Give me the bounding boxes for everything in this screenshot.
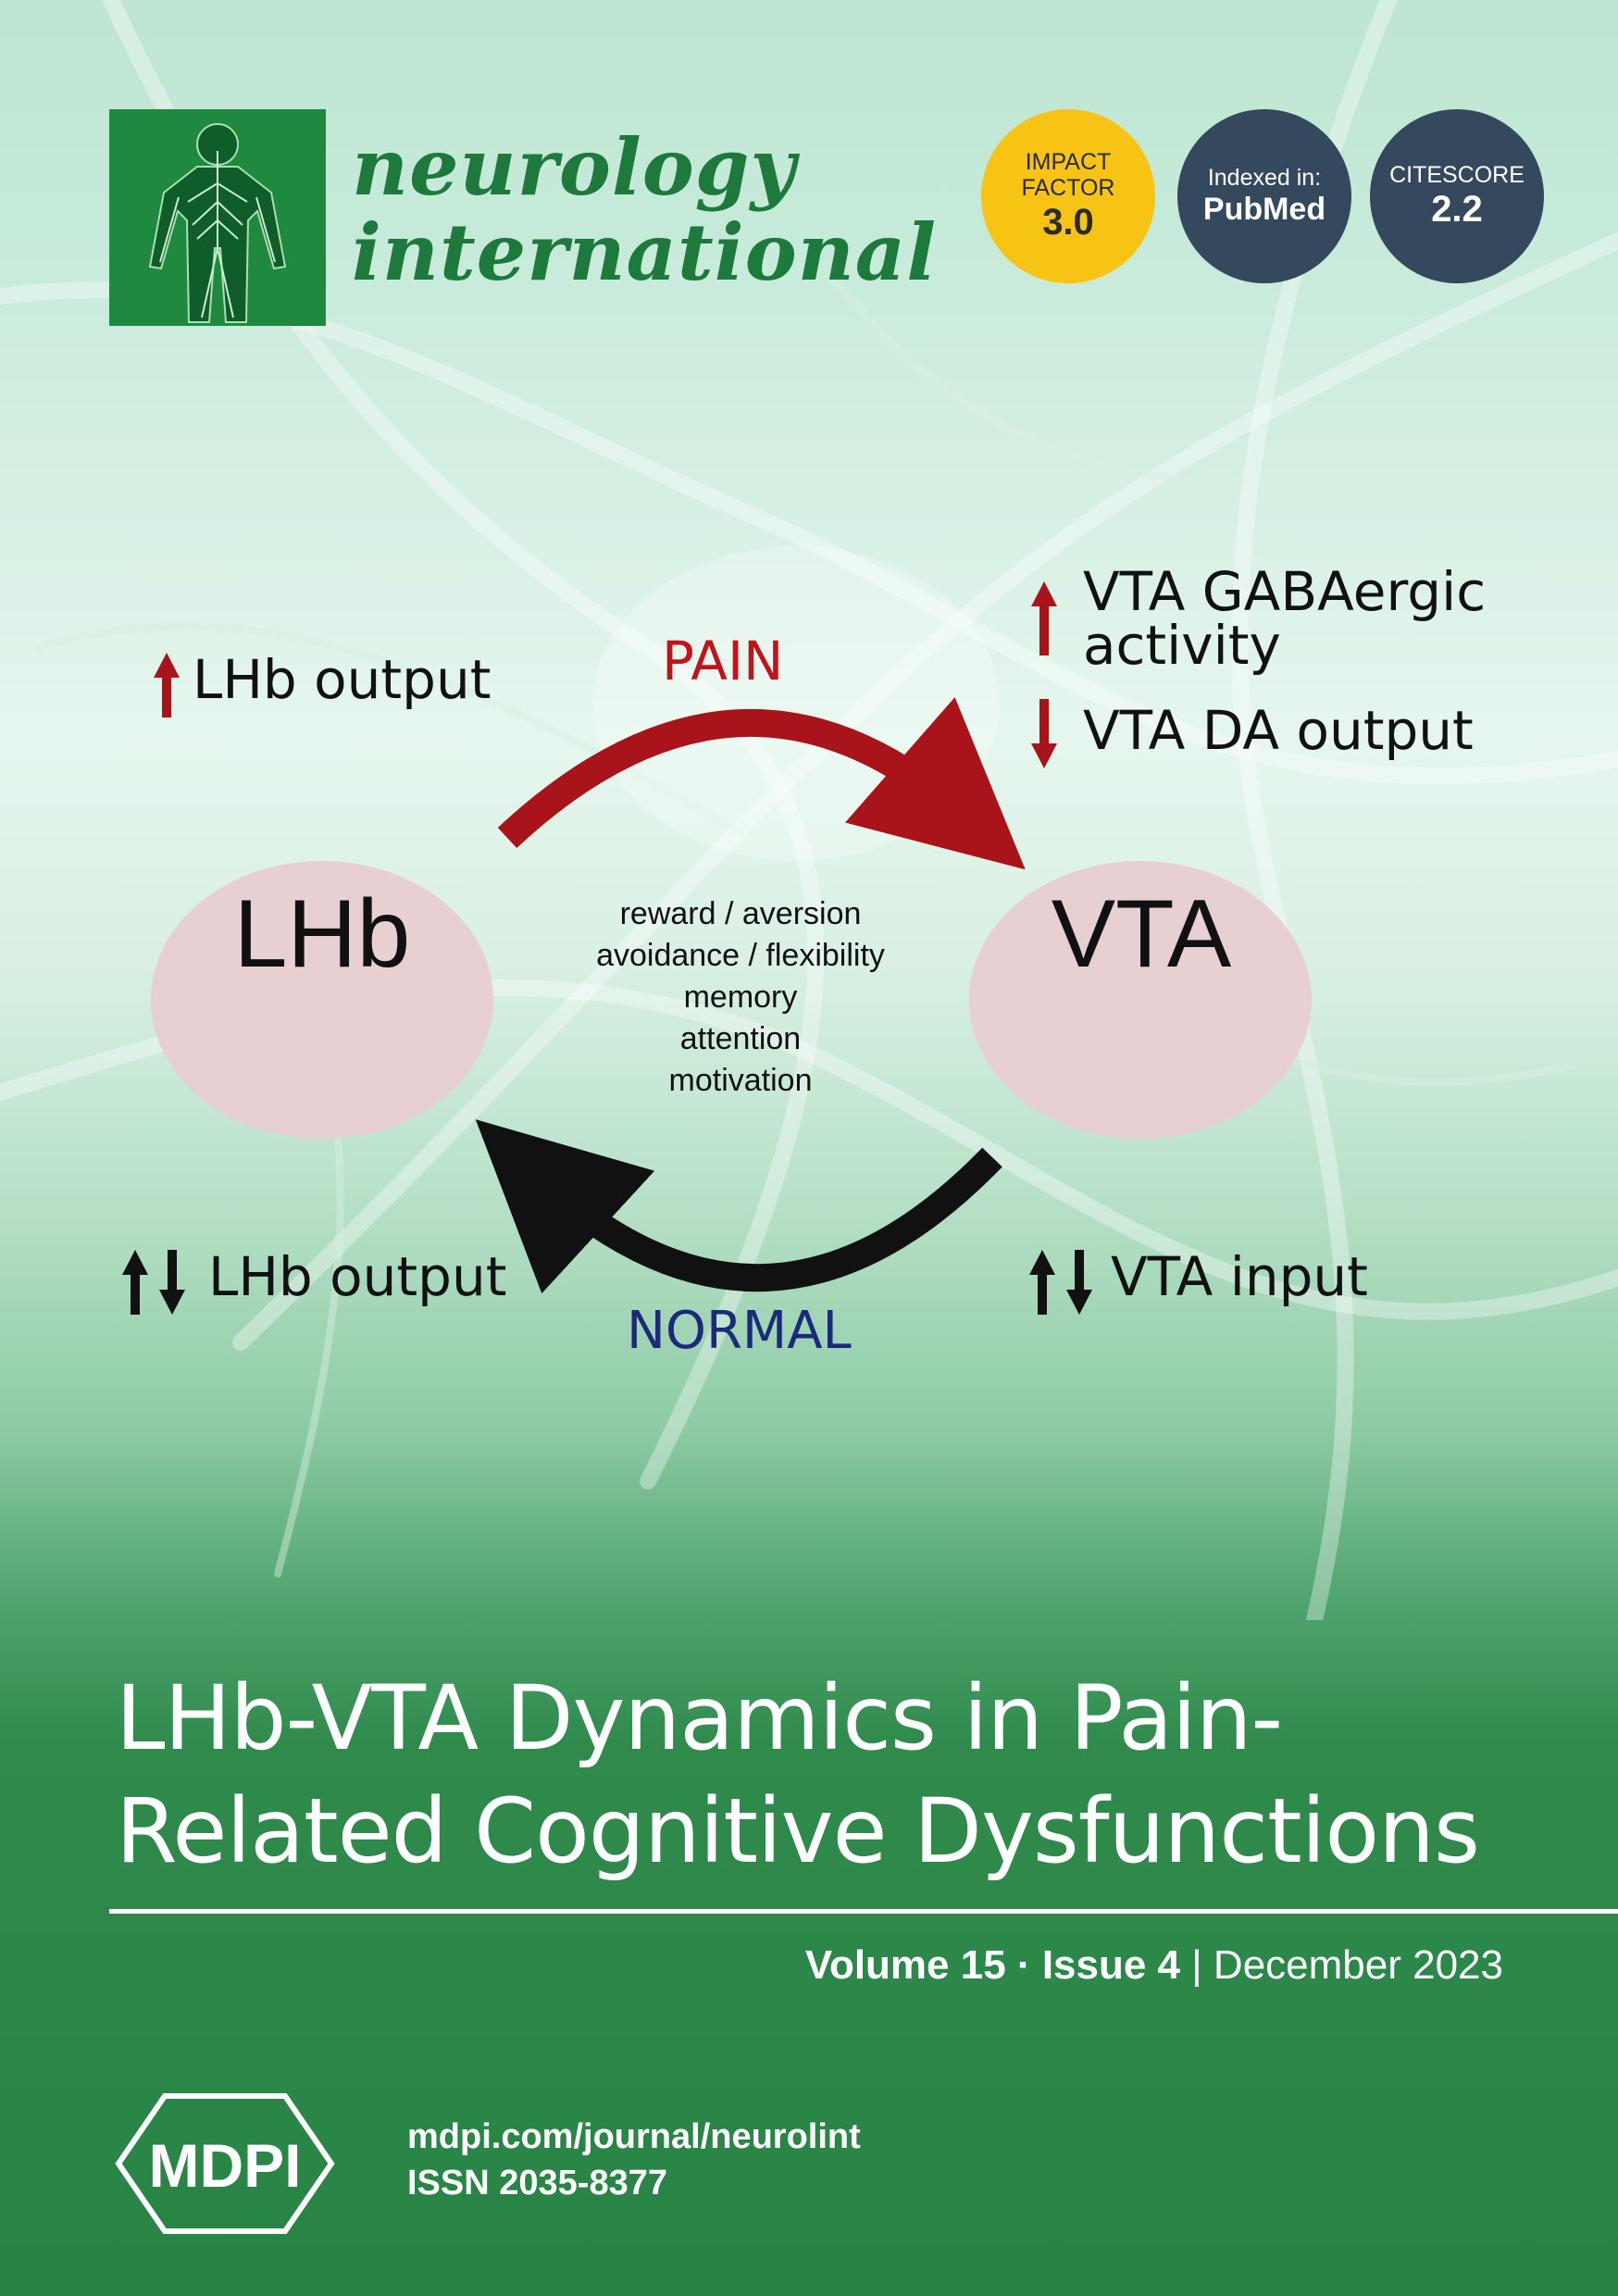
title-divider [109,1909,1618,1914]
mdpi-hexagon-icon: MDPI [115,2093,335,2234]
indexed-value: PubMed [1202,192,1326,227]
cover-title-line1: LHb-VTA Dynamics in Pain- [116,1666,1283,1770]
journal-logo [109,109,326,326]
vta-gaba-line1: VTA GABAergic [1083,560,1487,623]
cover-title: LHb-VTA Dynamics in Pain- Related Cognit… [116,1662,1560,1888]
function-item: reward / aversion [619,896,862,931]
human-nervous-system-icon [148,123,287,323]
vta-ellipse [969,861,1312,1139]
citescore-label: CITESCORE [1389,162,1525,188]
journal-issn: ISSN 2035-8377 [407,2164,667,2202]
vta-gaba-label: VTA GABAergic activity [1083,565,1486,672]
pain-arrow [497,697,1026,870]
impact-label-2: FACTOR [1021,175,1115,201]
function-item: avoidance / flexibility [596,938,885,973]
citescore-value: 2.2 [1431,189,1483,230]
function-item: motivation [668,1063,813,1098]
up-down-arrows-icon [122,1250,185,1315]
function-list: reward / aversion avoidance / flexibilit… [555,893,926,1102]
footer-info: mdpi.com/journal/neurolint ISSN 2035-837… [407,2114,861,2206]
journal-name-line1: neurology [352,121,797,213]
cover-title-line2: Related Cognitive Dysfunctions [116,1779,1480,1883]
indexed-badge: Indexed in: PubMed [1177,109,1351,283]
issue-info: Volume 15 · Issue 4 | December 2023 [805,1942,1503,1989]
up-arrow-icon [1031,581,1057,655]
indexed-label: Indexed in: [1207,165,1322,191]
volume-label: Volume 15 [804,1942,1006,1988]
normal-arrow [475,1119,1002,1294]
function-item: attention [679,1021,802,1056]
impact-factor-badge: IMPACT FACTOR 3.0 [981,109,1155,283]
normal-label: NORMAL [627,1301,852,1361]
journal-name: neurology international [352,125,937,295]
lhb-output-top-label: LHb output [193,648,492,711]
lhb-output-bottom-label: LHb output [208,1245,507,1308]
pain-label: PAIN [662,630,784,693]
impact-label-1: IMPACT [1025,149,1112,175]
mdpi-logo-text: MDPI [149,2131,302,2200]
diagram-graphics [122,581,1312,1315]
vta-da-output-label: VTA DA output [1083,699,1474,762]
lhb-vta-diagram: LHb output VTA GABAergic activity VTA DA… [0,518,1618,1389]
vta-node-label: VTA [1051,880,1232,988]
vta-gaba-line2: activity [1083,614,1281,677]
lhb-node-label: LHb [233,880,411,988]
up-arrow-icon [154,653,180,718]
vta-input-label: VTA input [1111,1245,1368,1308]
issue-date: December 2023 [1213,1942,1503,1988]
impact-value: 3.0 [1042,202,1094,243]
date-divider: | [1180,1942,1214,1988]
volume-issue-separator: · [1005,1942,1042,1988]
up-down-arrows-icon [1029,1250,1092,1315]
issue-label: Issue 4 [1041,1942,1181,1988]
citescore-badge: CITESCORE 2.2 [1370,109,1544,283]
lhb-ellipse [151,861,493,1139]
journal-name-line2: international [352,206,938,298]
journal-url: mdpi.com/journal/neurolint [407,2117,861,2156]
function-item: memory [683,980,798,1015]
down-arrow-icon [1031,699,1057,768]
